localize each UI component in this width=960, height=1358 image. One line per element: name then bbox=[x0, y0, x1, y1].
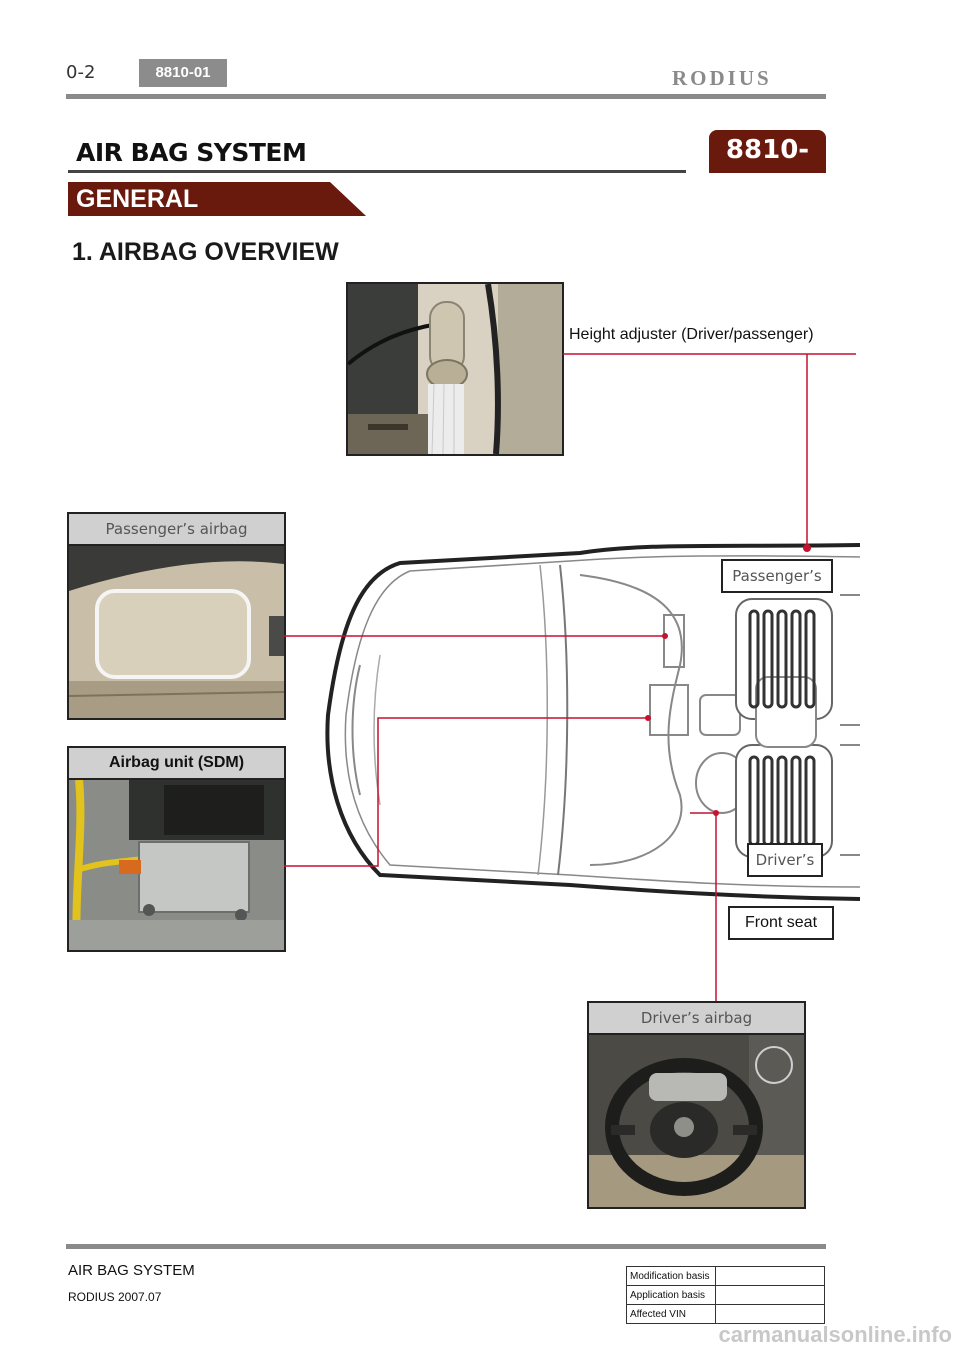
table-key: Application basis bbox=[626, 1285, 716, 1305]
table-value bbox=[715, 1285, 825, 1305]
table-value bbox=[715, 1266, 825, 1286]
driver-seat-label: Driver’s bbox=[747, 843, 823, 877]
revision-table: Modification basis Application basis Aff… bbox=[626, 1266, 825, 1324]
driver-airbag-illustration bbox=[589, 1035, 804, 1207]
code-underline bbox=[709, 170, 826, 173]
height-adjuster-label: Height adjuster (Driver/passenger) bbox=[569, 326, 814, 343]
driver-airbag-caption: Driver’s airbag bbox=[589, 1003, 804, 1035]
footer-date: RODIUS 2007.07 bbox=[68, 1290, 162, 1304]
general-banner-label: GENERAL bbox=[76, 185, 199, 213]
driver-airbag-panel: Driver’s airbag bbox=[587, 1001, 806, 1209]
height-adjuster-photo bbox=[346, 282, 564, 456]
passenger-airbag-panel: Passenger’s airbag bbox=[67, 512, 286, 720]
overview-heading: 1. AIRBAG OVERVIEW bbox=[72, 238, 339, 266]
footer-rule bbox=[66, 1244, 826, 1249]
watermark: carmanualsonline.info bbox=[718, 1322, 953, 1347]
table-row: Affected VIN bbox=[626, 1304, 825, 1324]
front-seat-label: Front seat bbox=[728, 906, 834, 940]
table-row: Application basis bbox=[626, 1285, 825, 1305]
airbag-unit-panel: Airbag unit (SDM) bbox=[67, 746, 286, 952]
brand-logo: RODIUS bbox=[672, 66, 772, 90]
title-underline bbox=[68, 170, 686, 173]
header-rule bbox=[66, 94, 826, 99]
section-title: AIR BAG SYSTEM bbox=[76, 138, 307, 167]
code-tag: 8810-01 bbox=[139, 59, 227, 87]
airbag-unit-illustration bbox=[69, 779, 284, 950]
general-banner-shape bbox=[68, 182, 366, 216]
table-row: Modification basis bbox=[626, 1266, 825, 1286]
footer-title: AIR BAG SYSTEM bbox=[68, 1262, 195, 1279]
table-value bbox=[715, 1304, 825, 1324]
airbag-unit-caption: Airbag unit (SDM) bbox=[69, 748, 284, 780]
table-key: Affected VIN bbox=[626, 1304, 716, 1324]
page-number: 0-2 bbox=[66, 62, 96, 83]
height-adjuster-illustration bbox=[348, 284, 562, 454]
table-key: Modification basis bbox=[626, 1266, 716, 1286]
passenger-airbag-caption: Passenger’s airbag bbox=[69, 514, 284, 546]
passenger-airbag-illustration bbox=[69, 546, 284, 718]
passenger-seat-label: Passenger’s bbox=[721, 559, 833, 593]
section-code-badge: 8810-01 bbox=[709, 130, 826, 205]
